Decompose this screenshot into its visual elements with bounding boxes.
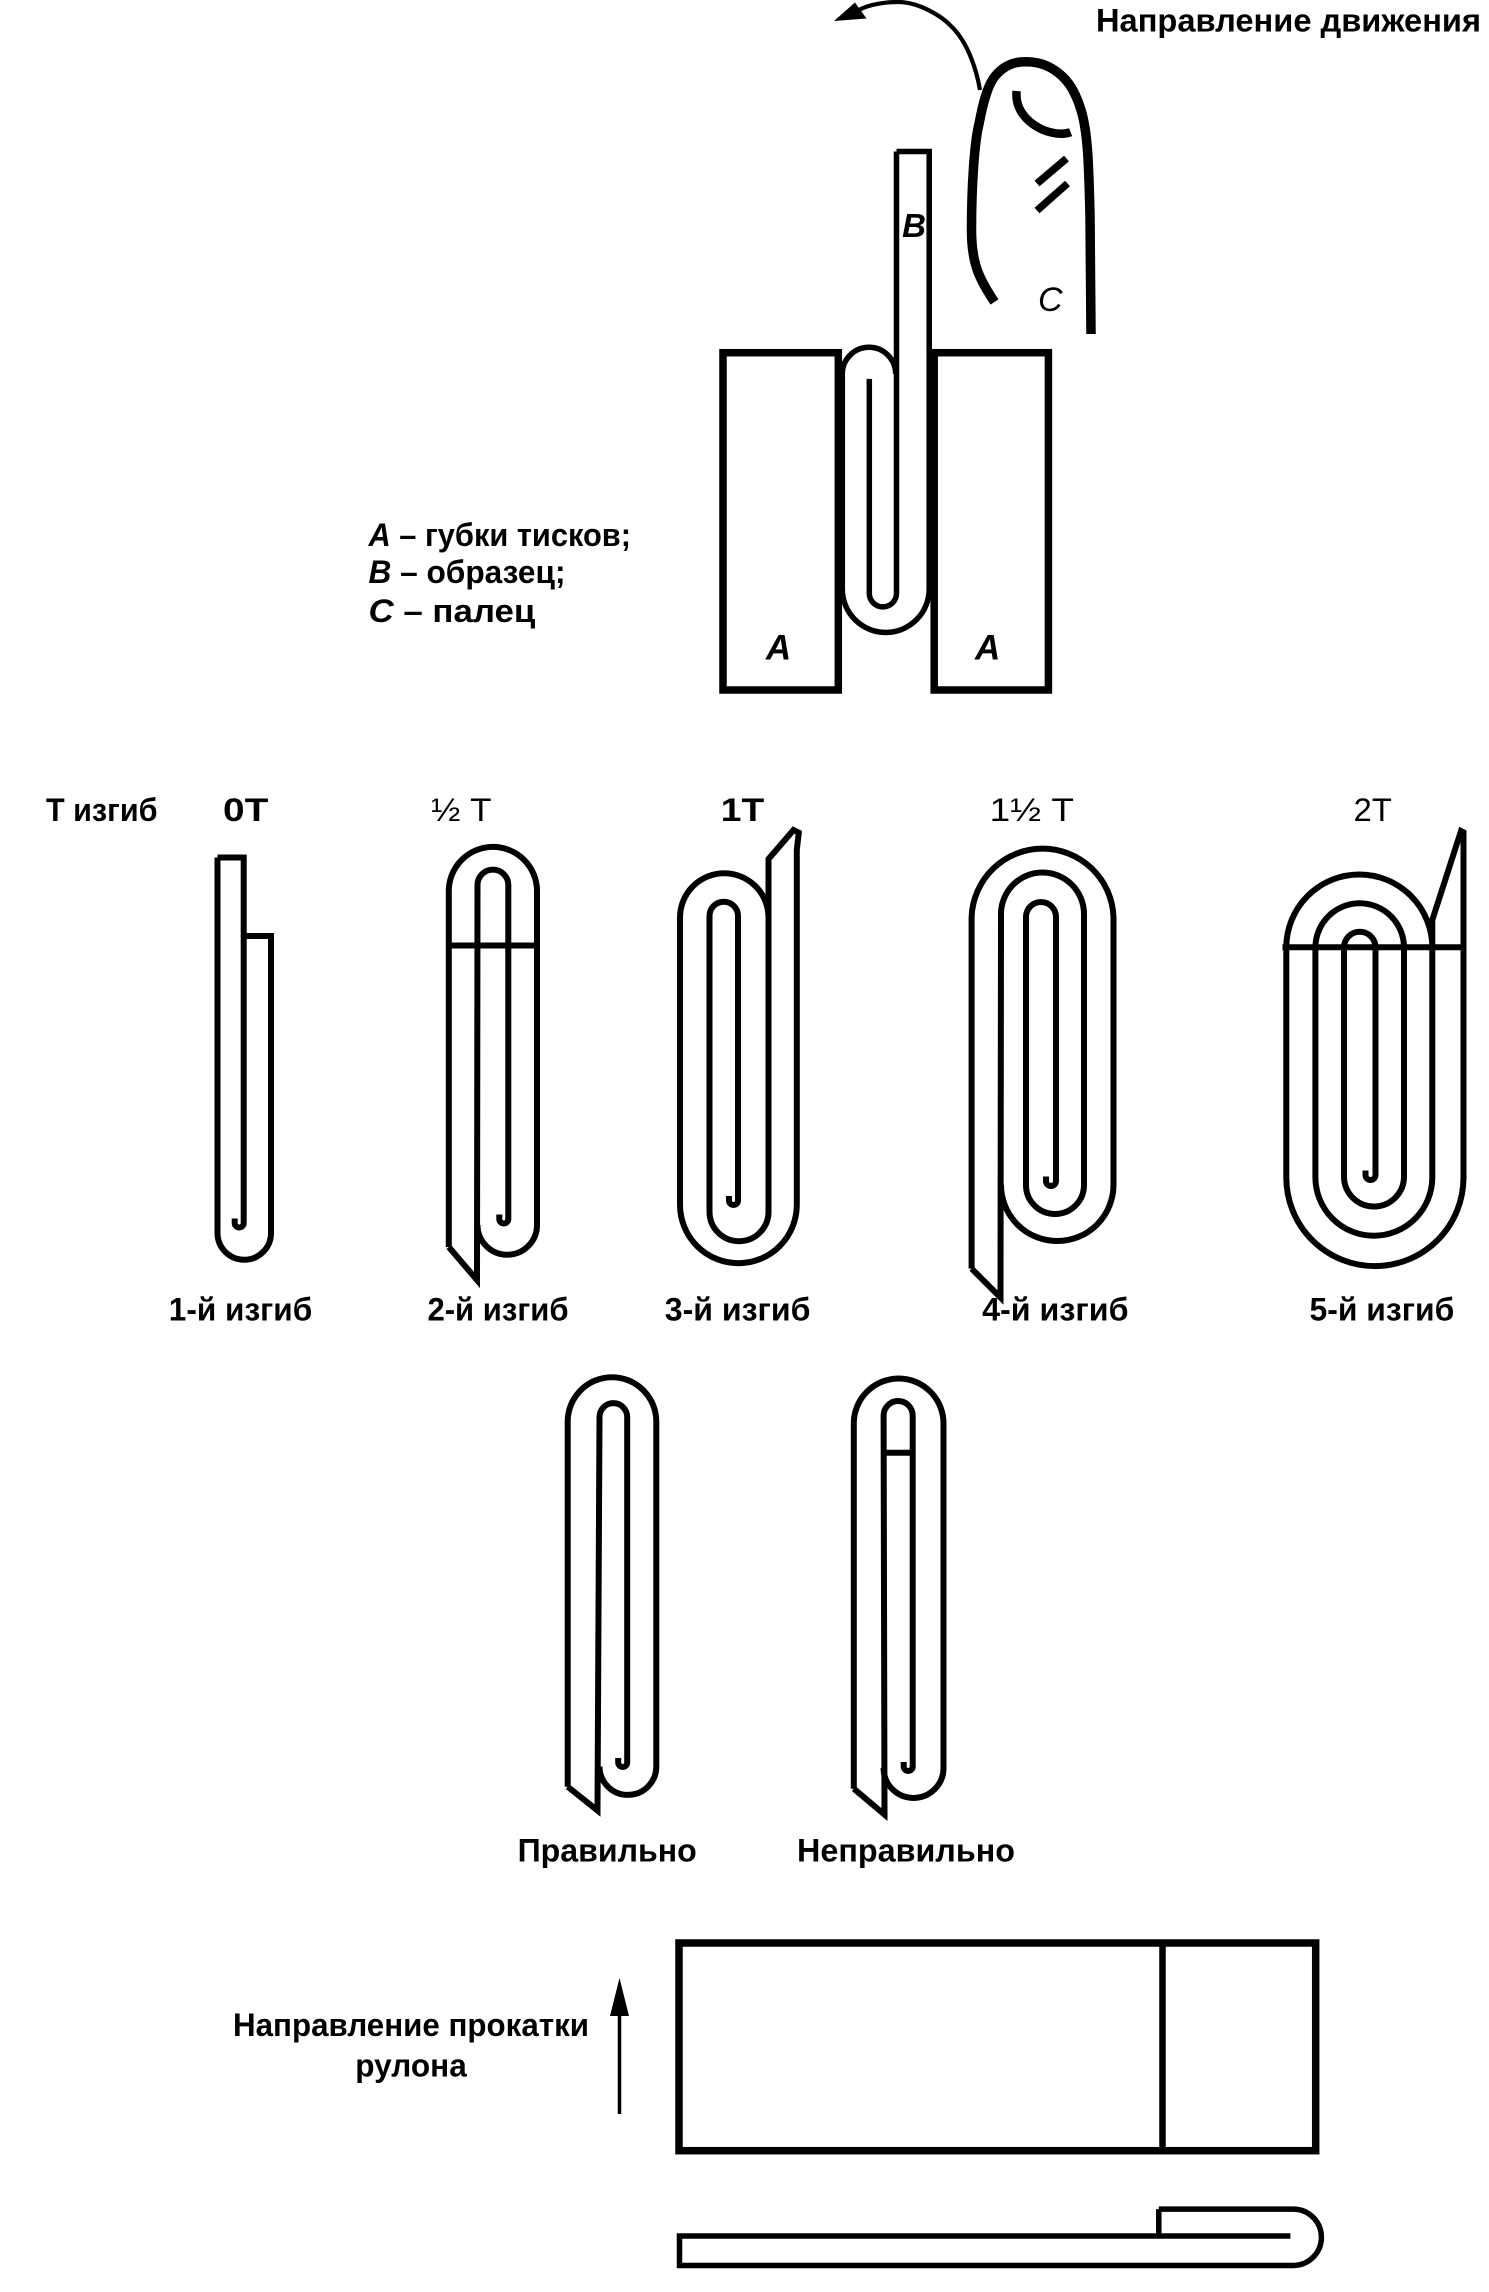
svg-text:C – палец: C – палец	[369, 593, 536, 629]
svg-text:5-й изгиб: 5-й изгиб	[1310, 1292, 1455, 1328]
svg-text:1Т: 1Т	[721, 792, 765, 828]
svg-text:A: A	[974, 629, 1000, 668]
svg-text:2-й изгиб: 2-й изгиб	[427, 1292, 568, 1328]
svg-text:Направление движения: Направление движения	[1096, 3, 1481, 39]
svg-text:B: B	[902, 207, 926, 244]
svg-text:C: C	[1038, 281, 1063, 319]
svg-text:A – губки тисков;: A – губки тисков;	[368, 517, 631, 553]
svg-text:Правильно: Правильно	[518, 1833, 697, 1869]
svg-text:½ Т: ½ Т	[431, 792, 491, 828]
svg-text:Т изгиб: Т изгиб	[46, 792, 158, 828]
svg-text:2Т: 2Т	[1354, 792, 1392, 828]
svg-text:Направление прокатки: Направление прокатки	[233, 2007, 589, 2043]
svg-text:A: A	[765, 629, 791, 668]
svg-text:0Т: 0Т	[223, 792, 269, 828]
svg-text:3-й изгиб: 3-й изгиб	[665, 1292, 811, 1328]
svg-text:B – образец;: B – образец;	[369, 554, 566, 590]
svg-text:рулона: рулона	[355, 2048, 467, 2084]
svg-text:Неправильно: Неправильно	[797, 1833, 1015, 1869]
svg-text:1-й изгиб: 1-й изгиб	[169, 1292, 312, 1328]
svg-text:1½ Т: 1½ Т	[990, 792, 1074, 828]
svg-text:4-й изгиб: 4-й изгиб	[982, 1292, 1128, 1328]
